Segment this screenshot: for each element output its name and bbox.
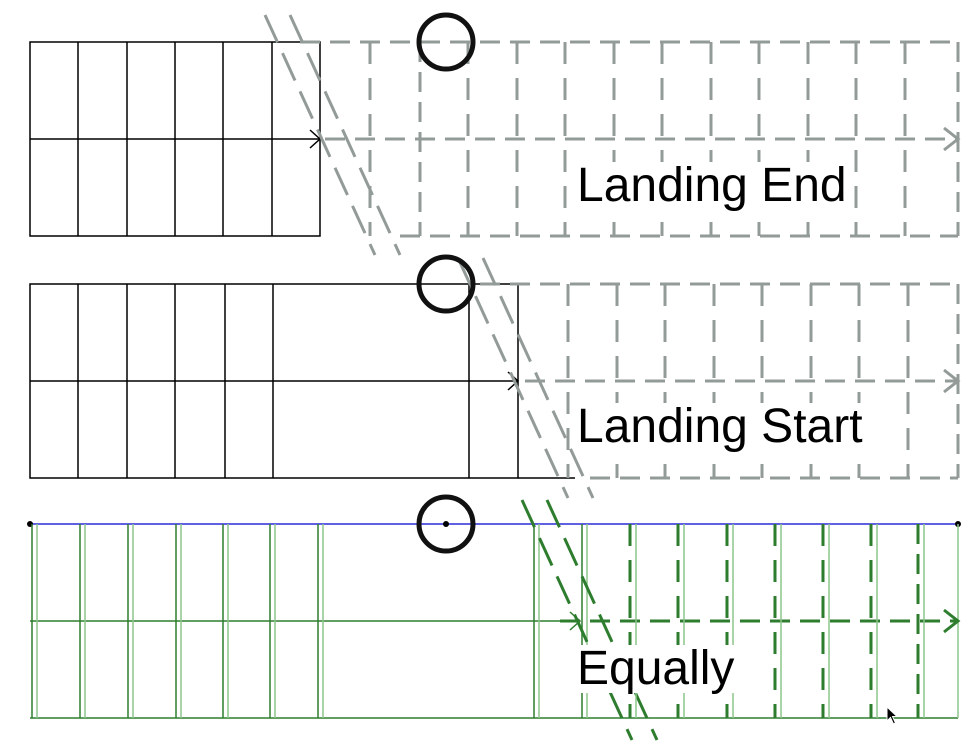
stair-equally: [27, 494, 961, 741]
ghost-arrow-head: [943, 126, 961, 152]
ghost-arrow-head: [943, 368, 961, 394]
green-arrow-head: [943, 608, 961, 634]
reference-midpoint: [443, 521, 449, 527]
stair-landing-end: [29, 12, 961, 256]
stair-landing-start: [29, 254, 961, 499]
label-equally: Equally: [575, 642, 737, 695]
solid-stair-run: [29, 283, 575, 479]
ghost-stair-run: [263, 14, 960, 256]
pivot-circle-equally: [416, 494, 476, 554]
label-landing-end: Landing End: [575, 159, 849, 212]
label-landing-start: Landing Start: [575, 400, 865, 453]
pivot-circle-landing-start: [416, 254, 476, 314]
pivot-circle-landing-end: [416, 12, 476, 72]
green-solid-stair-run: [30, 524, 958, 719]
solid-stair-run: [29, 41, 322, 237]
green-double-tread-lines: [36, 524, 588, 718]
pointer-cursor-icon: [886, 706, 899, 725]
ghost-stair-run: [456, 257, 960, 499]
